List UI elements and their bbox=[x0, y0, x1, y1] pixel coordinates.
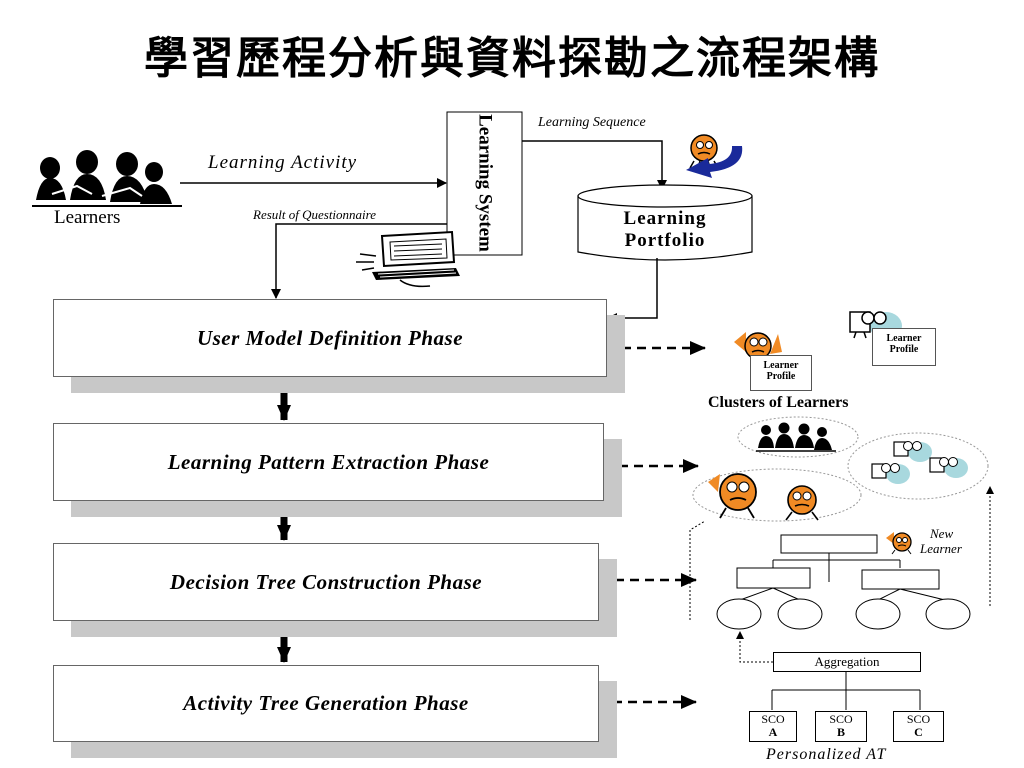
cluster-faces-icon bbox=[708, 473, 819, 521]
page-title: 學習歷程分析與資料探勘之流程架構 bbox=[144, 33, 880, 84]
sco-a-box: SCO A bbox=[749, 711, 797, 742]
new-learner-face-icon bbox=[886, 532, 912, 555]
profile-line1: Learner bbox=[763, 360, 799, 371]
cluster-learners-icon bbox=[756, 422, 836, 452]
learning-system-label: Learning System bbox=[474, 114, 496, 252]
new-learner-line1: New bbox=[930, 526, 954, 541]
questionnaire-arrow bbox=[271, 223, 447, 299]
phase-user-model-definition: User Model Definition Phase bbox=[53, 299, 607, 377]
questionnaire-label: Result of Questionnaire bbox=[253, 207, 377, 222]
phase-learning-pattern-extraction: Learning Pattern Extraction Phase bbox=[53, 423, 604, 501]
learning-activity-label: Learning Activity bbox=[208, 152, 358, 173]
learner-profile-card-2: Learner Profile bbox=[872, 328, 936, 366]
sco-line1: SCO bbox=[829, 712, 853, 726]
sco-b-box: SCO B bbox=[815, 711, 867, 742]
portfolio-line2: Portfolio bbox=[624, 230, 706, 251]
blue-curved-arrow-icon bbox=[686, 146, 743, 178]
clusters-label: Clusters of Learners bbox=[708, 394, 849, 411]
personalized-at-label: Personalized AT bbox=[766, 746, 887, 763]
sco-line2: A bbox=[768, 725, 778, 739]
learners-label: Learners bbox=[54, 207, 121, 228]
sco-line1: SCO bbox=[906, 712, 931, 726]
sco-line2: C bbox=[914, 725, 923, 739]
computer-icon bbox=[356, 230, 460, 288]
portfolio-line1: Learning bbox=[623, 208, 707, 229]
cluster-robots-icon bbox=[871, 441, 968, 484]
sco-line1: SCO bbox=[761, 712, 785, 726]
phase-activity-tree-generation: Activity Tree Generation Phase bbox=[53, 665, 599, 742]
learner-profile-face-icon bbox=[734, 332, 782, 360]
portfolio-to-model-arrow bbox=[607, 258, 658, 323]
learner-profile-card-1: Learner Profile bbox=[750, 355, 812, 391]
phase-label: Learning Pattern Extraction Phase bbox=[167, 449, 490, 474]
learning-sequence-label: Learning Sequence bbox=[538, 115, 646, 130]
profile-line1: Learner bbox=[886, 333, 922, 344]
sco-c-box: SCO C bbox=[893, 711, 944, 742]
phase-label: Activity Tree Generation Phase bbox=[183, 691, 469, 715]
aggregation-tree bbox=[771, 672, 921, 710]
new-learner-line2: Learner bbox=[920, 541, 962, 556]
aggregation-box: Aggregation bbox=[773, 652, 921, 672]
profile-line2: Profile bbox=[889, 344, 919, 355]
sco-line2: B bbox=[836, 725, 845, 739]
learning-system-box bbox=[446, 111, 523, 256]
learners-icon bbox=[32, 150, 182, 207]
cluster-ellipse-2 bbox=[847, 432, 989, 500]
phase-label: Decision Tree Construction Phase bbox=[169, 569, 483, 594]
phase-decision-tree-construction: Decision Tree Construction Phase bbox=[53, 543, 599, 621]
learning-portfolio-cylinder bbox=[577, 184, 753, 261]
profile-line2: Profile bbox=[766, 371, 796, 382]
learning-sequence-arrow bbox=[522, 140, 667, 190]
decision-tree bbox=[689, 486, 994, 663]
phase-label: User Model Definition Phase bbox=[196, 325, 464, 350]
